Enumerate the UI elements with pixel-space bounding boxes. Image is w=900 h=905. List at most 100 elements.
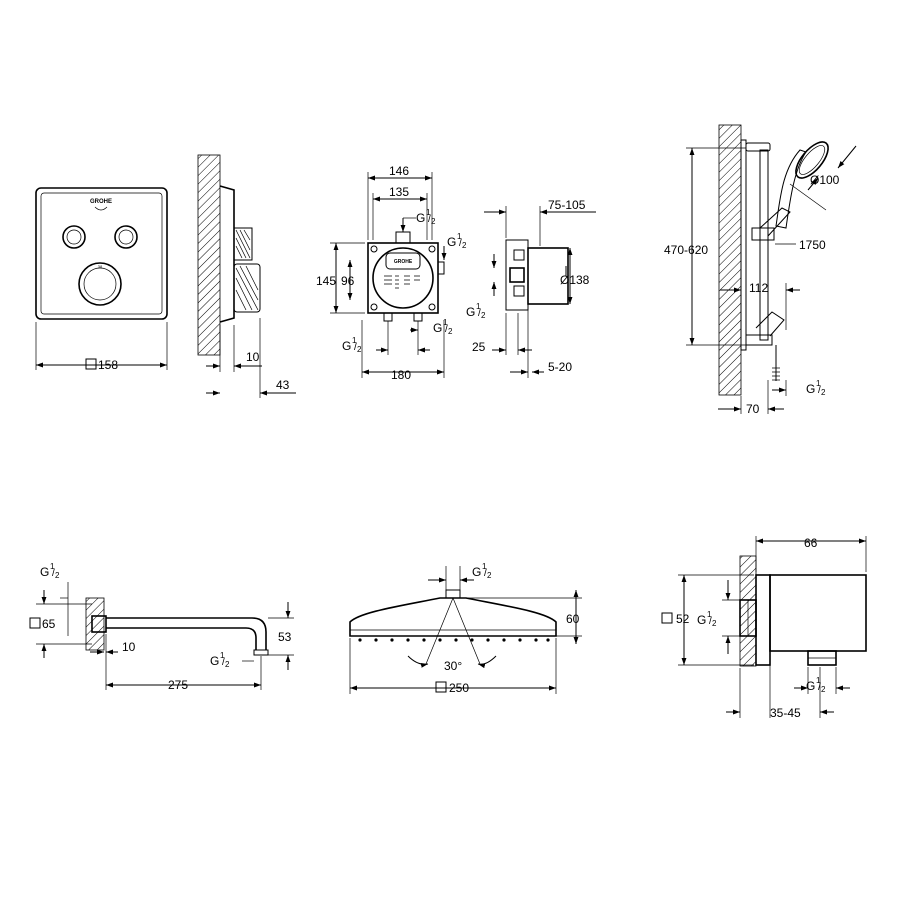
label-thread-head: G [472,565,481,579]
dim-panel-width: 158 [98,358,118,372]
svg-text:/: / [428,214,431,225]
control-panel-side-view: 10 43 [197,154,296,398]
dim-head-size: 250 [449,681,469,695]
svg-text:1: 1 [816,676,821,685]
svg-text:1: 1 [482,562,487,571]
svg-text:1: 1 [457,232,462,241]
dim-hose-length: 1750 [799,238,826,252]
hand-shower-head [795,141,829,179]
dim-head-angle: 30° [444,659,462,673]
bottom-outlet-1 [383,312,393,322]
dim-spout-drop: 53 [278,630,292,644]
dim-rail-wall-distance: 70 [746,402,760,416]
rail-bar [759,149,769,341]
bottom-outlet-2 [413,312,423,322]
bath-spout-side-view: G 1 2 / 65 10 275 G 1 2 / 53 [29,562,294,692]
dim-hand-shower-diameter: Ø100 [810,173,840,187]
dim-box-width-top: 146 [389,164,409,178]
label-thread-rail: G [806,382,815,396]
control-panel-front-view: GROHE 38 158 [35,187,168,372]
square-symbol [85,358,97,370]
dim-elbow-depth: 35-45 [770,706,801,720]
spout-arm [106,617,267,650]
label-thread-bottom-right: G [433,321,442,335]
dim-elbow-size: 52 [676,612,690,626]
square-symbol [435,681,447,693]
spray-nozzles [358,638,550,642]
dim-spout-length: 275 [168,678,188,692]
svg-text:2: 2 [821,685,826,694]
svg-text:/: / [52,568,55,579]
label-thread-right: G [447,235,456,249]
dim-wall-projection: 10 [246,350,260,364]
head-shower-side-view: G 1 2 / 60 30° 250 [349,562,582,695]
side-knob-large [233,263,261,313]
dim-head-height: 60 [566,612,580,626]
svg-text:1: 1 [816,379,821,388]
wall-outlet-elbow-side-view: 66 52 G 1 2 / G 1 2 / 35-45 [661,536,867,720]
dim-box-width-inner: 135 [389,185,409,199]
svg-text:1: 1 [426,208,431,217]
svg-text:/: / [818,385,821,396]
svg-text:1: 1 [220,651,225,660]
wall-section [197,154,221,356]
svg-text:/: / [445,324,448,335]
dim-elbow-width: 66 [804,536,818,550]
svg-text:2: 2 [487,571,492,580]
concealed-box-front-view: GROHE 146 135 G 1 2 / G 1 2 / 145 96 [316,164,467,382]
elbow-body [769,574,867,652]
spout-outlet [253,649,269,656]
svg-text:/: / [222,657,225,668]
label-thread-bottom-left: G [342,339,351,353]
cover-plate [35,187,168,320]
dim-plaster-range: 5-20 [548,360,572,374]
cover-plate-profile [219,185,235,323]
thermostat-knob [78,262,122,306]
grohe-logo: GROHE [90,199,112,205]
outlet-button-2 [114,225,138,249]
outlet-button-1 [62,225,86,249]
dim-spout-wall-gap: 10 [122,640,136,654]
label-thread-elbow-outlet: G [806,679,815,693]
wall-section [718,124,742,396]
box-body [372,247,434,309]
svg-text:/: / [818,682,821,693]
svg-text:/: / [354,342,357,353]
rail-bracket-plate [740,139,747,351]
dim-box-depth-range: 75-105 [548,198,586,212]
svg-text:2: 2 [55,571,60,580]
label-thread-spout: G [40,565,49,579]
dim-box-width-bottom: 180 [391,368,411,382]
shower-rail-side-view: 470-620 Ø100 1750 112 G 1 2 / 70 [664,124,857,416]
svg-text:1: 1 [707,610,712,619]
svg-text:2: 2 [481,311,486,320]
shower-arm-joint [445,589,461,599]
dim-rail-height: 470-620 [664,243,708,257]
label-thread-side: G [466,305,475,319]
svg-text:/: / [709,616,712,627]
dim-spout-flange: 65 [42,617,56,631]
top-bracket [745,142,771,152]
dial-mark: 38 [98,264,103,269]
svg-text:2: 2 [462,241,467,250]
label-thread-spout-outlet: G [210,654,219,668]
grohe-logo-swoosh [94,206,108,211]
svg-text:2: 2 [225,660,230,669]
dim-box-height-inner: 96 [341,274,355,288]
svg-text:2: 2 [712,619,717,628]
dim-rail-offset: 112 [749,281,768,295]
svg-text:2: 2 [357,345,362,354]
side-knob-small [233,227,253,261]
svg-text:2: 2 [821,388,826,397]
shower-holder [751,227,775,241]
spout-flange [91,615,107,633]
label-thread-top: G [416,211,425,225]
square-symbol [661,612,673,624]
svg-text:GROHE: GROHE [394,259,413,265]
hand-shower-handle [775,149,807,229]
dim-box-height: 145 [316,274,336,288]
svg-text:2: 2 [448,327,453,336]
dim-body-diameter: Ø138 [560,273,590,287]
